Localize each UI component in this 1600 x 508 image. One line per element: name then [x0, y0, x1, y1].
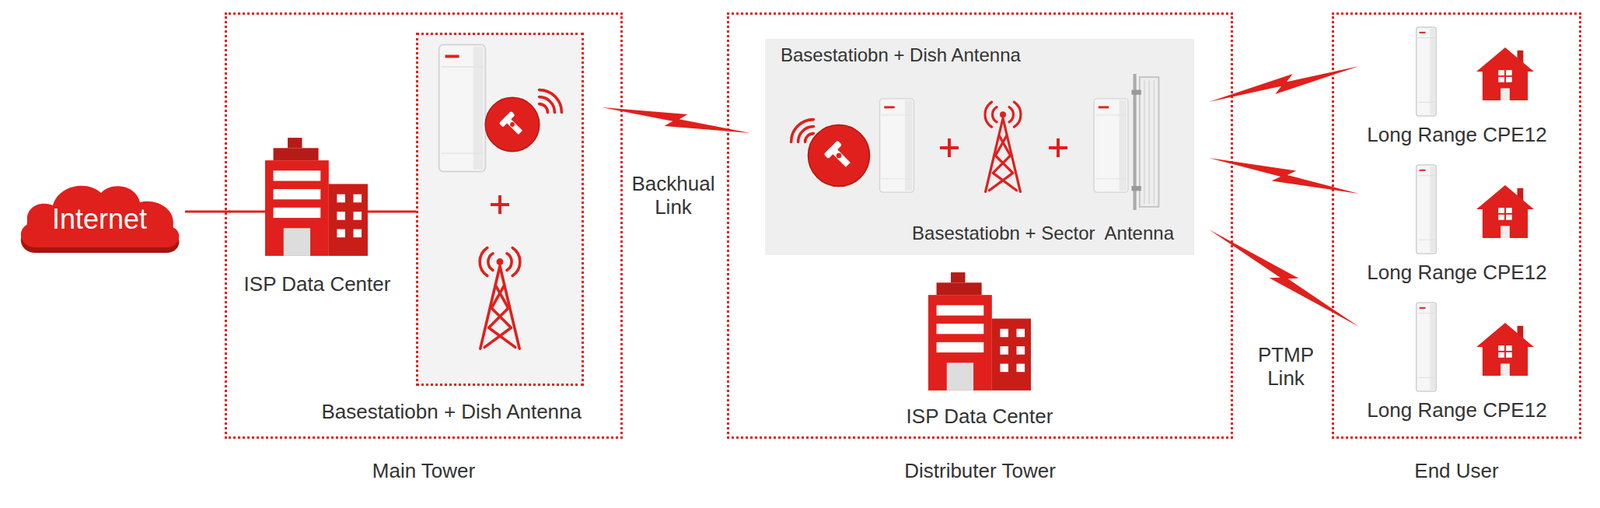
house-icon [1476, 47, 1534, 101]
tower-icon [479, 248, 521, 350]
node-label: ISP Data Center [244, 272, 392, 297]
panel-ground [765, 38, 1195, 256]
cpe-site: Long Range CPE12 [1360, 296, 1554, 426]
basestation-icon [1093, 98, 1129, 193]
tower-frame: ISP Data CenterBasestatiobn + Dish Anten… [224, 12, 623, 439]
panel-caption: Basestatiobn + Sector Antenna [911, 222, 1174, 245]
plus-sign [939, 138, 959, 158]
group-heading: Basestatiobn + Dish Antenna [321, 400, 582, 424]
wired-link [403, 210, 416, 214]
group-heading: Main Tower [227, 459, 621, 483]
basestation-icon [439, 45, 486, 172]
signal-waves [539, 90, 563, 113]
node-label: ISP Data Center [906, 405, 1054, 429]
sector-antenna [1131, 73, 1159, 210]
group-heading: End User [1334, 459, 1580, 483]
panel-caption: Basestatiobn + Dish Antenna [780, 44, 1021, 67]
cpe-site: Long Range CPE12 [1360, 159, 1554, 288]
link-label: Backhual Link [622, 172, 724, 220]
plus-sign [1048, 138, 1068, 158]
node-label: Long Range CPE12 [1366, 123, 1547, 147]
cloud-node: Internet [13, 175, 186, 257]
tower-icon [985, 101, 1021, 192]
house-icon [1476, 185, 1534, 238]
wire [365, 210, 404, 214]
dish-icon [485, 97, 540, 152]
data-center-node: ISP Data Center [894, 264, 1066, 432]
node-label: Long Range CPE12 [1366, 398, 1547, 423]
signal-waves [791, 119, 814, 143]
wire [229, 210, 269, 214]
node-label: Long Range CPE12 [1366, 261, 1547, 285]
plus-sign [490, 195, 510, 214]
cpe-site: Long Range CPE12 [1360, 21, 1554, 151]
user-frame: Long Range CPE12Long Range CPE12Long Ran… [1331, 12, 1582, 439]
building-icon [928, 272, 1031, 391]
group-heading: Distributer Tower [729, 459, 1231, 483]
data-center-node: ISP Data Center [230, 132, 404, 300]
basestation-group: Basestatiobn + Dish Antenna [415, 32, 584, 386]
cpe-icon [1416, 302, 1437, 392]
panel-ground [415, 32, 584, 386]
building-icon [265, 137, 368, 256]
house-icon [1476, 322, 1534, 376]
cpe-icon [1416, 27, 1437, 116]
basestation-panel: Basestatiobn + Dish AntennaBasestatiobn … [765, 38, 1195, 256]
basestation-icon [880, 98, 915, 193]
node-label: Internet [52, 196, 147, 235]
link-label: PTMP Link [1247, 343, 1325, 391]
tower-frame: Basestatiobn + Dish AntennaBasestatiobn … [726, 12, 1234, 439]
dish-icon [808, 125, 870, 187]
cloud-body [20, 185, 180, 248]
cpe-icon [1416, 164, 1437, 254]
